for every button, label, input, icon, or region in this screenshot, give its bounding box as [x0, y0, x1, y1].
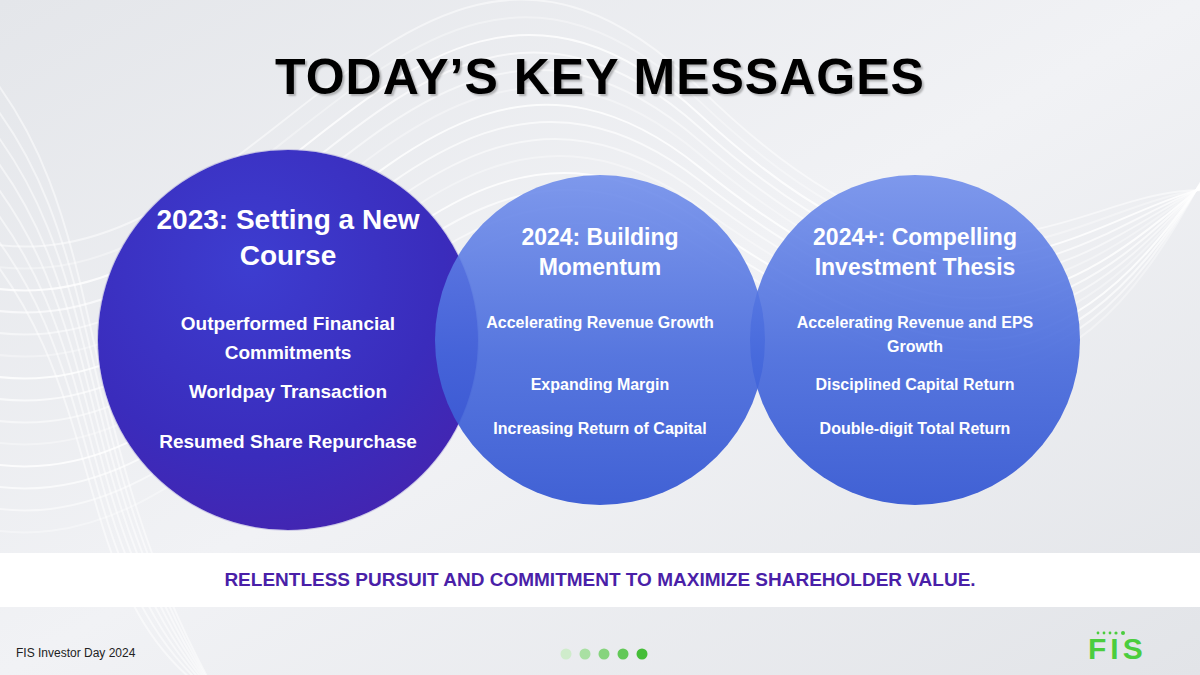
circle-heading: 2024+: Compelling Investment Thesis — [785, 223, 1045, 283]
circle-point: Outperformed Financial Commitments — [153, 310, 423, 367]
circle-point: Double-digit Total Return — [785, 417, 1045, 441]
circle-heading: 2024: Building Momentum — [480, 223, 720, 283]
circle-2024-plus: 2024+: Compelling Investment ThesisAccel… — [750, 175, 1080, 505]
pager-dots — [561, 649, 648, 660]
company-logo: FIS — [1088, 632, 1147, 666]
circle-point: Accelerating Revenue Growth — [480, 311, 720, 335]
circle-2023: 2023: Setting a New CourseOutperformed F… — [98, 150, 478, 530]
circle-point: Increasing Return of Capital — [480, 417, 720, 441]
circle-point: Accelerating Revenue and EPS Growth — [785, 311, 1045, 359]
circle-point: Resumed Share Repurchase — [153, 428, 423, 457]
circle-2024: 2024: Building MomentumAccelerating Reve… — [435, 175, 765, 505]
banner-band: RELENTLESS PURSUIT AND COMMITMENT TO MAX… — [0, 553, 1200, 607]
slide-title: TODAY’S KEY MESSAGES — [0, 48, 1200, 106]
circle-point: Disciplined Capital Return — [785, 373, 1045, 397]
banner-ground — [0, 553, 1200, 607]
circle-heading: 2023: Setting a New Course — [153, 202, 423, 275]
circle-point: Expanding Margin — [480, 373, 720, 397]
banner-text: RELENTLESS PURSUIT AND COMMITMENT TO MAX… — [0, 553, 1200, 607]
circle-point: Worldpay Transaction — [153, 378, 423, 407]
footer-note: FIS Investor Day 2024 — [16, 646, 135, 660]
